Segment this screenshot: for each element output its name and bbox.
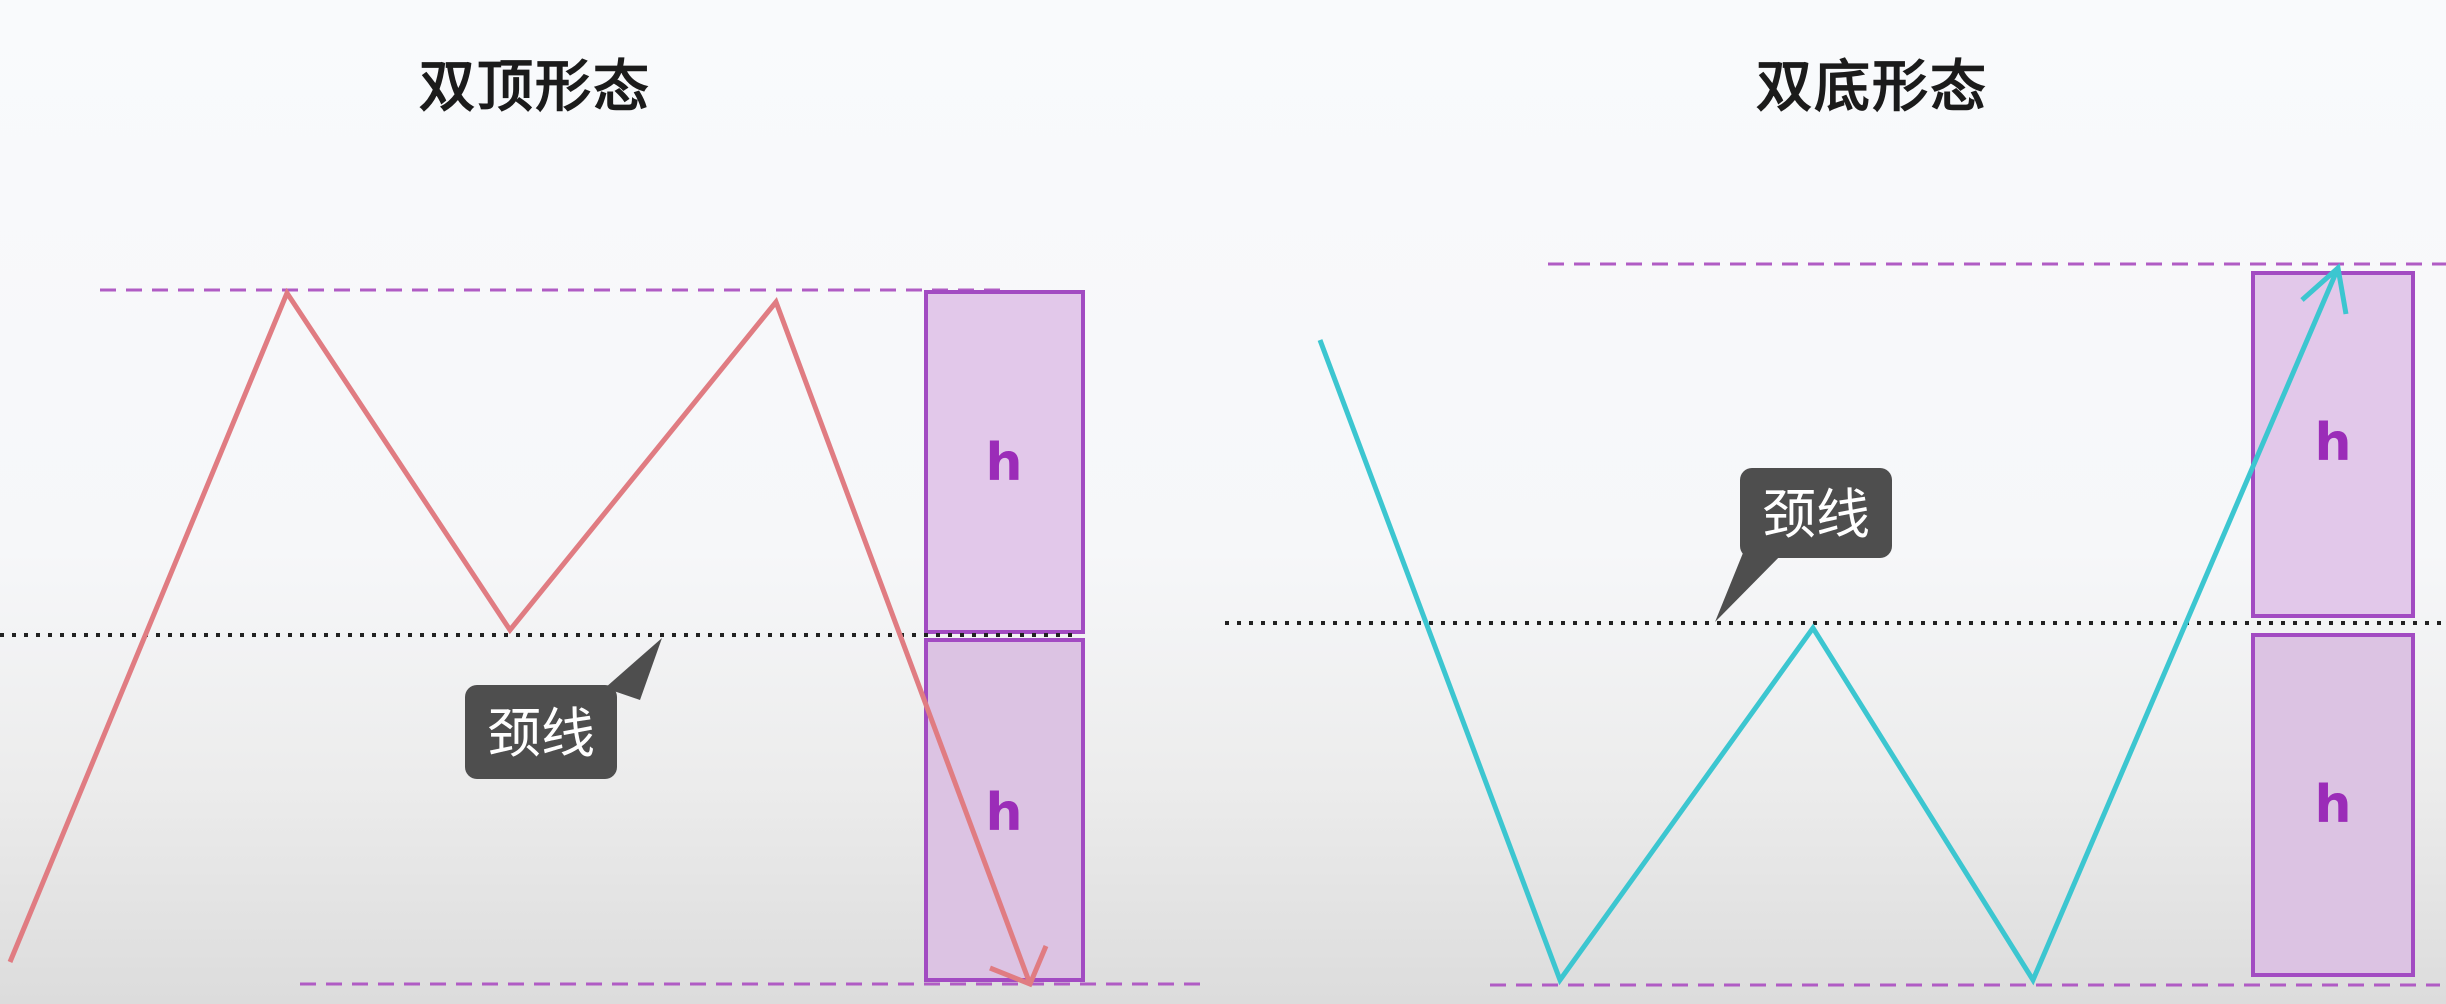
double-bottom-height-label-lower: h: [2314, 775, 2351, 835]
double-top-arrow-head: [989, 945, 1049, 988]
double-bottom-title: 双底形态: [1756, 55, 1988, 120]
double-top-height-box-lower: [924, 638, 1085, 982]
double-bottom-neckline-callout: 颈线: [1715, 468, 1892, 622]
double-top-height-box-upper: [924, 290, 1085, 634]
double-top-title: 双顶形态: [419, 55, 651, 120]
double-bottom-panel: h h 颈线: [1225, 262, 2446, 987]
double-top-price-line: [7, 287, 1033, 985]
double-bottom-height-box-upper: [2251, 271, 2415, 618]
double-bottom-price-line: [1317, 267, 2341, 986]
double-top-height-label-lower: h: [985, 783, 1022, 843]
double-top-height-label-upper: h: [985, 433, 1022, 493]
double-top-neckline-label: 颈线: [487, 702, 595, 765]
double-bottom-arrow-head: [2300, 263, 2349, 315]
double-bottom-height-label-upper: h: [2314, 413, 2351, 473]
double-top-neckline-callout: 颈线: [465, 638, 662, 779]
double-bottom-neckline-label: 颈线: [1762, 483, 1870, 546]
double-bottom-height-box-lower: [2251, 633, 2415, 977]
double-top-panel: h h 颈线: [0, 287, 1210, 988]
